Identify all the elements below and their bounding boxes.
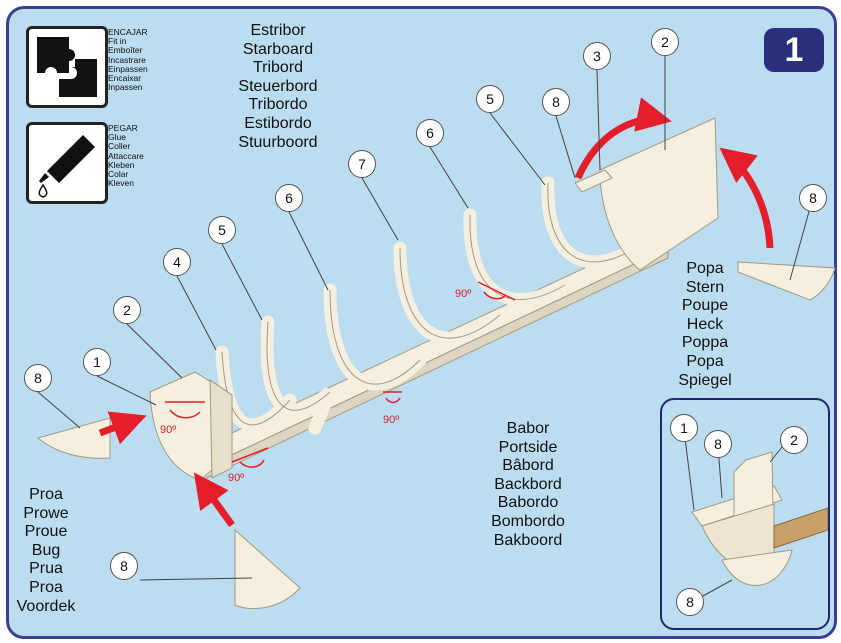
stern-word: Poupe xyxy=(665,297,745,316)
stern-word: Popa xyxy=(665,260,745,279)
bow-word: Proue xyxy=(8,523,84,542)
starboard-word: Tribord xyxy=(228,59,328,78)
stern-word: Stern xyxy=(665,279,745,298)
angle-label: 90º xyxy=(383,414,399,426)
stern-word: Heck xyxy=(665,316,745,335)
callout-part: 5 xyxy=(476,85,504,113)
bow-word: Prua xyxy=(8,560,84,579)
glue-label: Kleven xyxy=(108,179,144,188)
callout-part: 8 xyxy=(542,88,570,116)
portside-word: Bombordo xyxy=(478,513,578,532)
inset-callout: 8 xyxy=(704,430,732,458)
callout-part: 3 xyxy=(583,42,611,70)
part-8-bow-left xyxy=(38,418,110,458)
bow-word: Proa xyxy=(8,486,84,505)
arrow-bottom xyxy=(198,478,232,525)
bow-word: Proa xyxy=(8,579,84,598)
detail-inset: 1 8 2 8 xyxy=(660,398,830,630)
portside-word: Babor xyxy=(478,420,578,439)
bow-word: Voordek xyxy=(8,598,84,617)
bow-word: Bug xyxy=(8,542,84,561)
bow-labels: Proa Prowe Proue Bug Prua Proa Voordek xyxy=(8,486,84,616)
callout-part: 8 xyxy=(24,364,52,392)
angle-label: 90º xyxy=(160,424,176,436)
stern-transom xyxy=(600,118,718,270)
inset-callout: 2 xyxy=(780,426,808,454)
part-8-bottom xyxy=(235,530,300,609)
starboard-word: Stuurboord xyxy=(228,134,328,153)
portside-word: Bâbord xyxy=(478,457,578,476)
stern-word: Poppa xyxy=(665,334,745,353)
glue-instruction-list: PEGAR Glue Coller Attaccare Kleben Colar… xyxy=(108,124,144,188)
callout-part: 5 xyxy=(208,216,236,244)
starboard-word: Estibordo xyxy=(228,115,328,134)
angle-label: 90º xyxy=(455,288,471,300)
callout-part: 6 xyxy=(275,184,303,212)
callout-part: 8 xyxy=(799,184,827,212)
stern-word: Spiegel xyxy=(665,372,745,391)
starboard-word: Starboard xyxy=(228,41,328,60)
starboard-word: Tribordo xyxy=(228,96,328,115)
arrow-stern-right xyxy=(725,152,770,248)
angle-label: 90º xyxy=(228,472,244,484)
portside-labels: Babor Portside Bâbord Backbord Babordo B… xyxy=(478,420,578,550)
inset-callout: 8 xyxy=(676,588,704,616)
callout-part: 1 xyxy=(83,348,111,376)
keel xyxy=(185,235,668,470)
portside-word: Portside xyxy=(478,439,578,458)
fit-label: Inpassen xyxy=(108,83,148,92)
step-number-badge: 1 xyxy=(764,28,824,72)
inset-callout: 1 xyxy=(670,414,698,442)
callout-part: 2 xyxy=(113,296,141,324)
fit-instruction-list: ENCAJAR Fit in Emboîter Incastrare Einpa… xyxy=(108,28,148,92)
callout-part: 6 xyxy=(416,119,444,147)
callout-part: 4 xyxy=(163,248,191,276)
starboard-word: Steuerbord xyxy=(228,78,328,97)
starboard-labels: Estribor Starboard Tribord Steuerbord Tr… xyxy=(228,22,328,152)
part-8-stern-right xyxy=(738,262,835,300)
stern-labels: Popa Stern Poupe Heck Poppa Popa Spiegel xyxy=(665,260,745,390)
stern-word: Popa xyxy=(665,353,745,372)
bow-word: Prowe xyxy=(8,505,84,524)
callout-part: 2 xyxy=(651,28,679,56)
portside-word: Backbord xyxy=(478,476,578,495)
callout-part: 7 xyxy=(348,150,376,178)
glue-bottle-icon xyxy=(26,122,108,204)
portside-word: Bakboord xyxy=(478,532,578,551)
portside-word: Babordo xyxy=(478,494,578,513)
starboard-word: Estribor xyxy=(228,22,328,41)
fit-puzzle-icon xyxy=(26,26,108,108)
callout-part: 8 xyxy=(110,552,138,580)
